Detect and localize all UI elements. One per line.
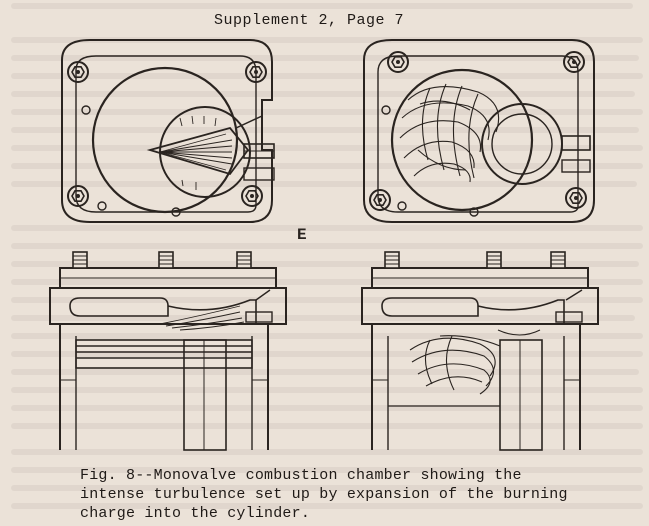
bottom-left-drawing bbox=[49, 267, 287, 451]
page-header: Supplement 2, Page 7 bbox=[214, 12, 405, 29]
margin-mark: E bbox=[297, 226, 307, 244]
bottom-right-drawing bbox=[361, 267, 599, 451]
top-left-drawing bbox=[61, 39, 275, 223]
figure-caption: Fig. 8--Monovalve combustion chamber sho… bbox=[80, 467, 568, 522]
